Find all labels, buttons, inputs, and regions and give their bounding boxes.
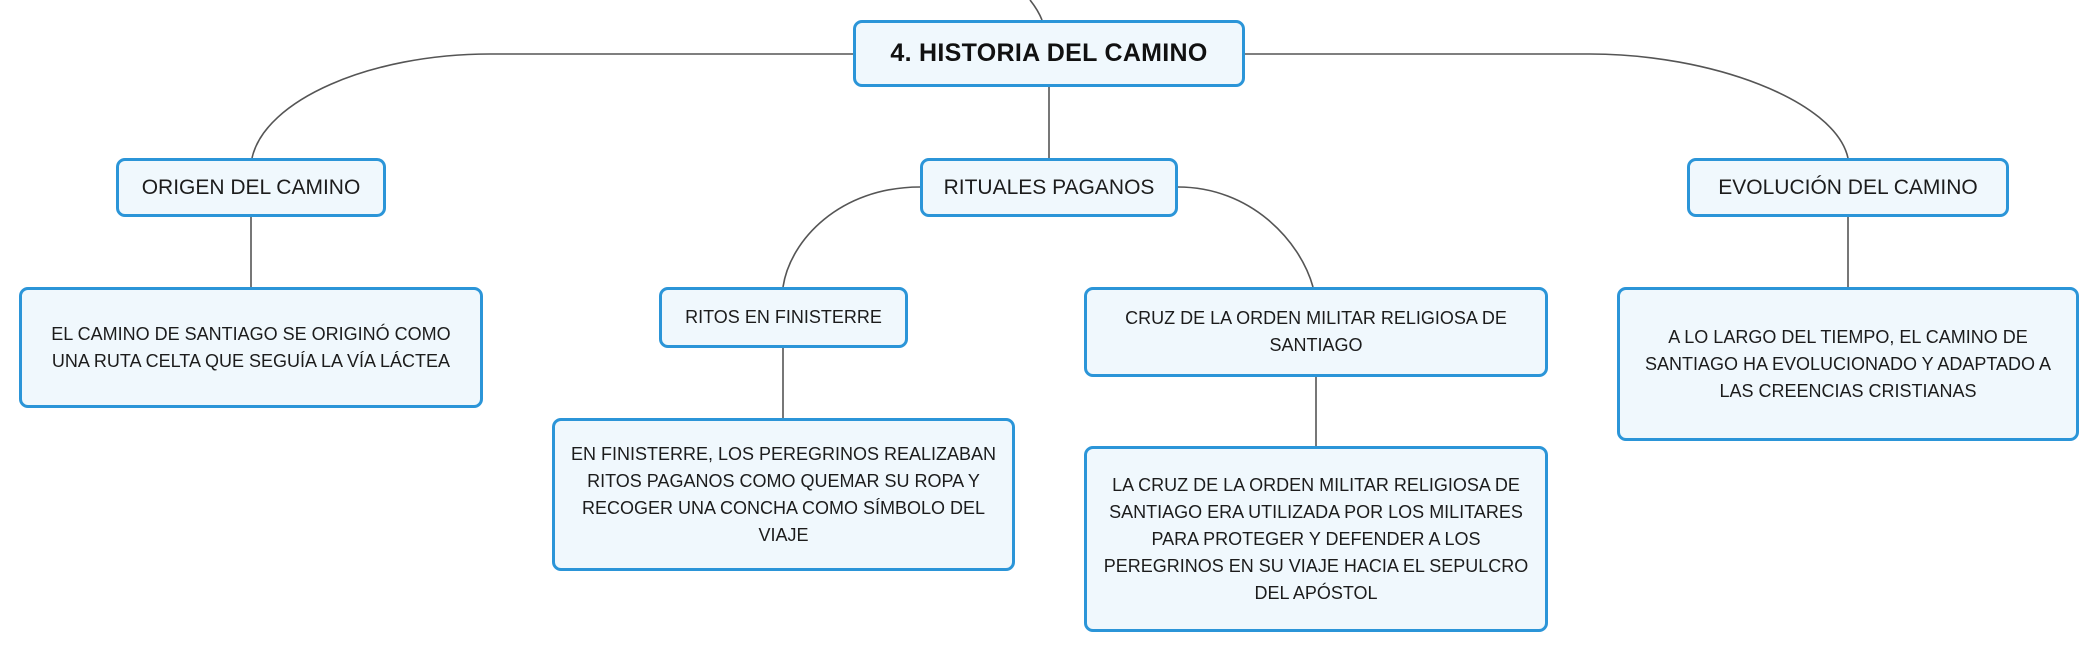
connector-rituales-cruz [1177,186,1314,288]
subtopic-cruz-de-la-orden[interactable]: CRUZ DE LA ORDEN MILITAR RELIGIOSA DE SA… [1084,287,1548,377]
topic-origen-del-camino[interactable]: ORIGEN DEL CAMINO [116,158,386,217]
topic-label: ORIGEN DEL CAMINO [141,175,361,199]
detail-evolucion-del-camino[interactable]: A LO LARGO DEL TIEMPO, EL CAMINO DE SANT… [1617,287,2079,441]
topic-label: RITUALES PAGANOS [943,175,1155,199]
connector-rituales-ritos [782,186,921,288]
connector-root-origen [251,53,853,159]
topic-label: EVOLUCIÓN DEL CAMINO [1718,175,1978,199]
connector-parent-stub [1029,0,1043,21]
topic-evolucion-del-camino[interactable]: EVOLUCIÓN DEL CAMINO [1687,158,2009,217]
detail-text: EL CAMINO DE SANTIAGO SE ORIGINÓ COMO UN… [51,323,451,371]
connector-root-evolucion [1245,53,1849,159]
subtopic-label: CRUZ DE LA ORDEN MILITAR RELIGIOSA DE SA… [1125,308,1507,355]
subtopic-ritos-en-finisterre[interactable]: RITOS EN FINISTERRE [659,287,908,348]
root-node-label: 4. HISTORIA DEL CAMINO [890,39,1208,67]
topic-rituales-paganos[interactable]: RITUALES PAGANOS [920,158,1178,217]
detail-text: A LO LARGO DEL TIEMPO, EL CAMINO DE SANT… [1644,326,2052,401]
root-node[interactable]: 4. HISTORIA DEL CAMINO [853,20,1245,87]
detail-cruz-de-la-orden[interactable]: LA CRUZ DE LA ORDEN MILITAR RELIGIOSA DE… [1084,446,1548,632]
detail-text: LA CRUZ DE LA ORDEN MILITAR RELIGIOSA DE… [1103,474,1529,603]
detail-ritos-en-finisterre[interactable]: EN FINISTERRE, LOS PEREGRINOS REALIZABAN… [552,418,1015,571]
detail-text: EN FINISTERRE, LOS PEREGRINOS REALIZABAN… [570,443,997,545]
subtopic-label: RITOS EN FINISTERRE [685,307,882,327]
detail-origen-del-camino[interactable]: EL CAMINO DE SANTIAGO SE ORIGINÓ COMO UN… [19,287,483,408]
